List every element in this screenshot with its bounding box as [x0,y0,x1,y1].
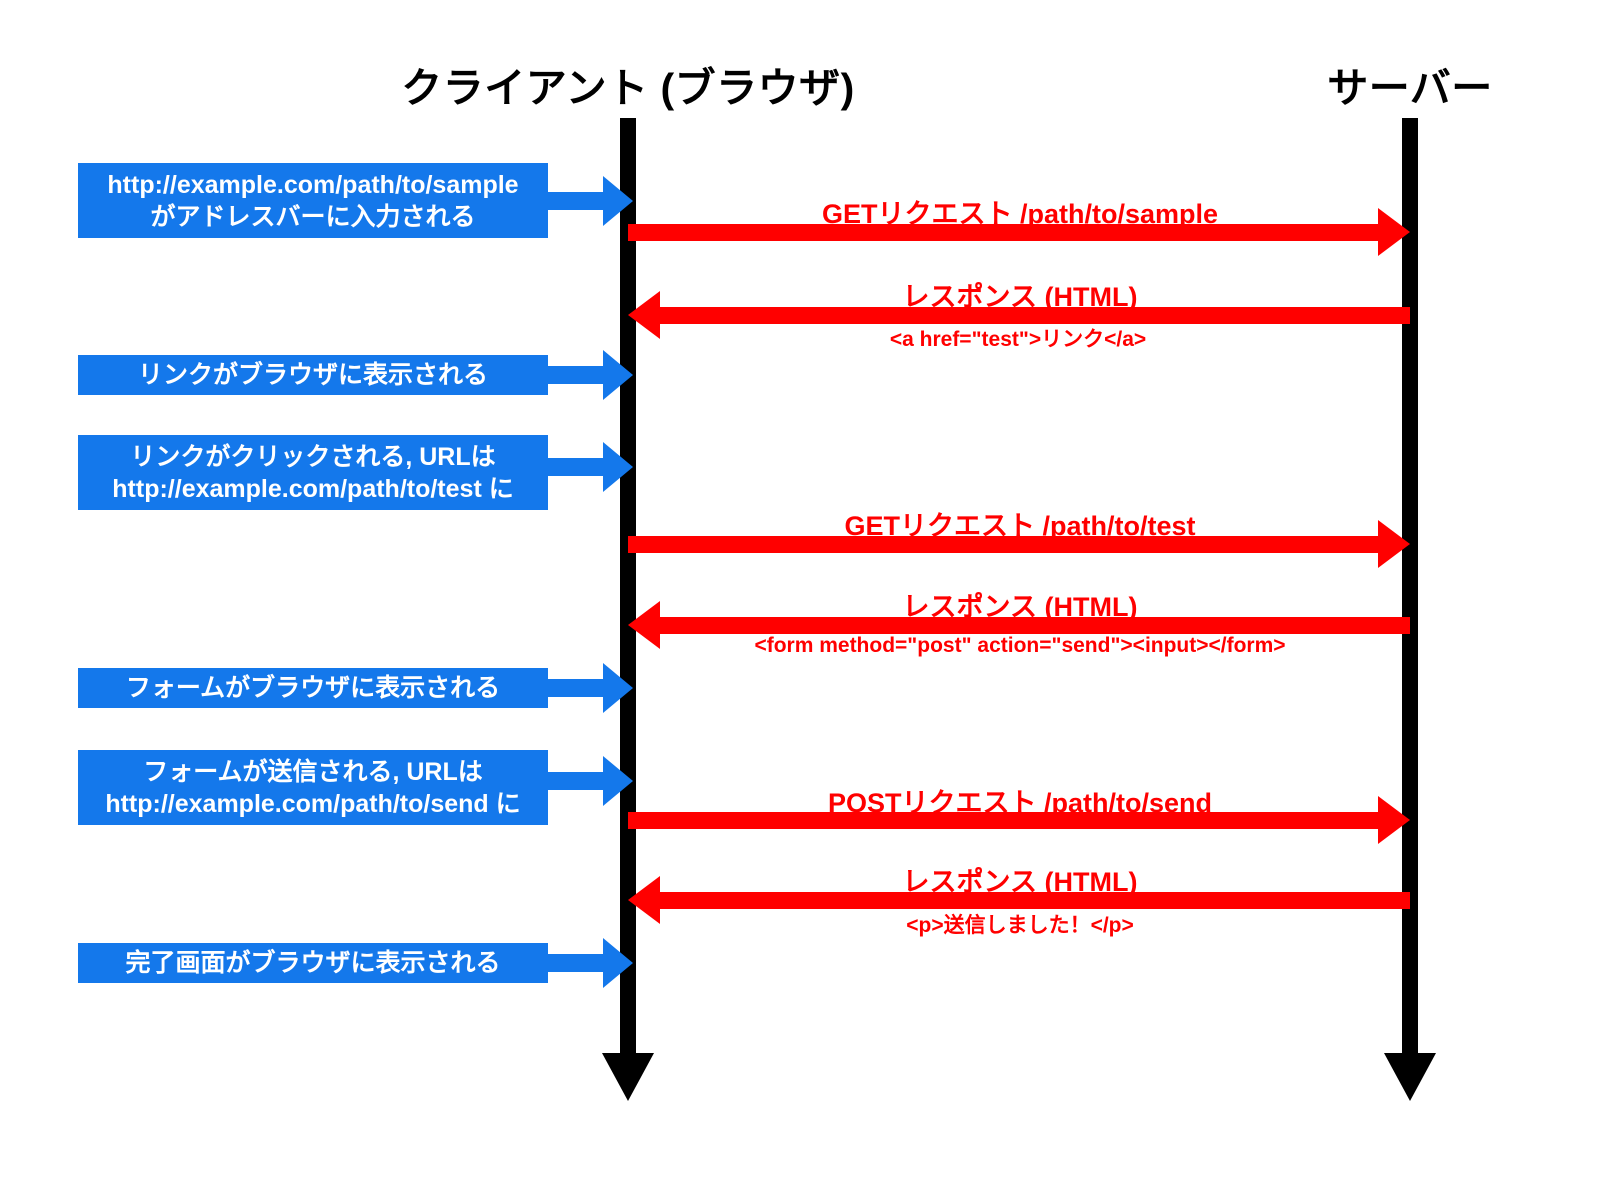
note-arrow-head-icon-link-displayed [603,350,633,400]
note-line-1: http://example.com/path/to/sample [107,170,519,199]
message-shaft-response-anchor [660,307,1410,324]
actor-label-server: サーバー [1327,65,1493,111]
message-sublabel-response-paragraph: <p>送信しました！</p> [906,914,1134,937]
message-shaft-get-sample [628,224,1380,241]
lifeline-server-arrowhead-icon [1384,1053,1436,1101]
note-line-2: http://example.com/path/to/test に [112,474,514,503]
note-line-1: リンクがブラウザに表示される [137,361,488,389]
note-line-1: フォームがブラウザに表示される [125,674,501,702]
note-box-link-clicked: リンクがクリックされる, URLは http://example.com/pat… [78,435,548,510]
message-shaft-get-test [628,536,1380,553]
note-arrow-shaft-form-submitted [548,772,610,790]
note-arrow-head-icon-form-submitted [603,756,633,806]
note-line-2: http://example.com/path/to/send に [105,789,521,818]
message-sublabel-response-form: <form method="post" action="send"><input… [754,634,1286,657]
message-shaft-response-paragraph [660,892,1410,909]
note-arrow-shaft-link-clicked [548,458,610,476]
message-arrowhead-icon-get-test [1378,520,1410,568]
message-shaft-response-form [660,617,1410,634]
note-line-2: がアドレスバーに入力される [150,202,476,231]
note-arrow-head-icon-form-displayed [603,663,633,713]
note-box-form-submitted: フォームが送信される, URLは http://example.com/path… [78,750,548,825]
message-arrowhead-icon-get-sample [1378,208,1410,256]
note-box-link-displayed: リンクがブラウザに表示される [78,355,548,395]
message-arrowhead-icon-response-anchor [628,291,660,339]
note-arrow-shaft-completion-displayed [548,954,610,972]
message-sublabel-response-anchor: <a href="test">リンク</a> [889,328,1147,351]
note-box-completion-displayed: 完了画面がブラウザに表示される [78,943,548,983]
actor-label-client: クライアント (ブラウザ) [401,65,855,111]
lifeline-client-arrowhead-icon [602,1053,654,1101]
message-arrowhead-icon-post-send [1378,796,1410,844]
note-arrow-head-icon-url-entered [603,176,633,226]
lifeline-server [1402,118,1418,1058]
note-arrow-shaft-url-entered [548,192,610,210]
note-line-1: フォームが送信される, URLは [143,757,483,786]
note-arrow-head-icon-link-clicked [603,442,633,492]
note-box-url-entered: http://example.com/path/to/sample がアドレスバ… [78,163,548,238]
message-shaft-post-send [628,812,1380,829]
message-arrowhead-icon-response-form [628,601,660,649]
note-line-1: リンクがクリックされる, URLは [130,442,496,471]
note-box-form-displayed: フォームがブラウザに表示される [78,668,548,708]
note-arrow-shaft-link-displayed [548,366,610,384]
note-line-1: 完了画面がブラウザに表示される [125,949,501,977]
note-arrow-head-icon-completion-displayed [603,938,633,988]
note-arrow-shaft-form-displayed [548,679,610,697]
message-arrowhead-icon-response-paragraph [628,876,660,924]
